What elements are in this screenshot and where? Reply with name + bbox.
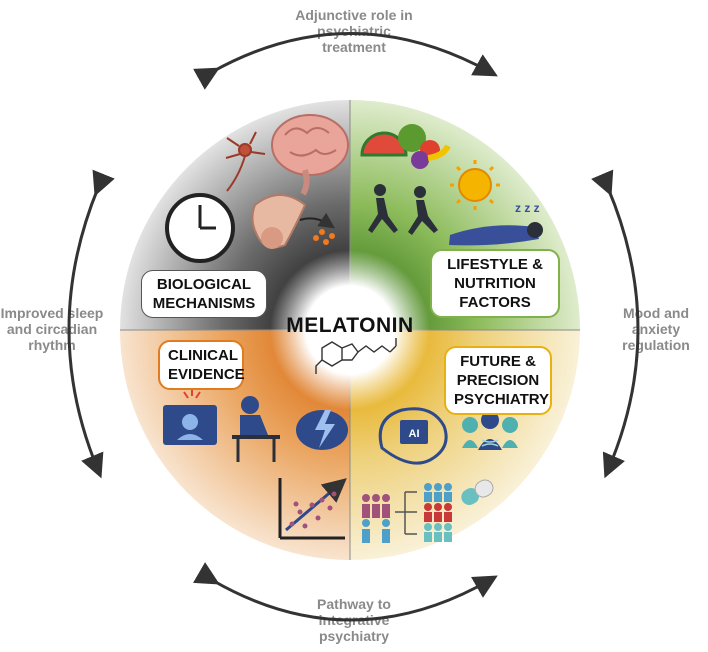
label-lifestyle-nutrition: LIFESTYLE & NUTRITION FACTORS	[430, 249, 560, 318]
arrow-bottom	[212, 580, 490, 620]
label-clinical-evidence: CLINICAL EVIDENCE	[158, 340, 244, 390]
label-biological-mechanisms: BIOLOGICAL MECHANISMS	[141, 270, 267, 318]
arrow-left	[69, 188, 98, 470]
center-title: MELATONIN	[274, 314, 426, 338]
clock-icon	[167, 195, 233, 261]
sleep-z-text: z z z	[515, 201, 540, 215]
ai-chip-label: AI	[409, 428, 420, 440]
brain-lightning-icon	[296, 410, 348, 450]
label-future-precision: FUTURE & PRECISION PSYCHIATRY	[444, 346, 552, 415]
arrow-top	[212, 34, 490, 73]
arrow-right	[608, 188, 638, 470]
